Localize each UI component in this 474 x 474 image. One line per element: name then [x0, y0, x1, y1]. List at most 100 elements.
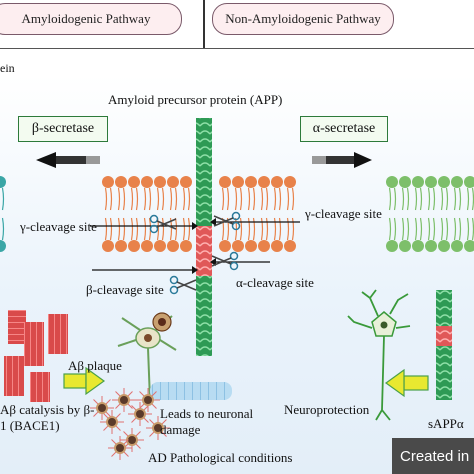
ad-conditions-label: AD Pathological conditions: [148, 450, 293, 465]
left-yellow-arrow: [63, 366, 106, 396]
lipid-head: [258, 240, 270, 252]
amyloidogenic-pathway-header: Amyloidogenic Pathway: [0, 3, 182, 35]
lipid-head: [0, 240, 6, 252]
lipid-tail: [273, 217, 277, 241]
lipid-tail: [247, 217, 251, 241]
healthy-neuron-icon: [347, 289, 411, 421]
lipid-tail: [143, 217, 147, 241]
lipid-tail: [221, 187, 225, 211]
lipid-tail: [122, 187, 126, 211]
lipid-tail: [419, 217, 423, 241]
lipid-head: [167, 176, 179, 188]
abeta-plaque-label: Aβ plaque: [68, 358, 122, 373]
axon-segment: [150, 382, 232, 400]
lipid-tail: [169, 187, 173, 211]
cut-off-label: ein: [0, 61, 15, 75]
lipid-head: [399, 240, 411, 252]
lipid-head: [154, 240, 166, 252]
beta-cleavage-label: β-cleavage site: [86, 282, 164, 297]
lipid-tail: [109, 187, 113, 211]
gamma-cleavage-left-label: γ-cleavage site: [20, 219, 97, 234]
lipid-tail: [458, 217, 462, 241]
scissors-icon: [211, 251, 239, 271]
lipid-tail: [117, 187, 121, 211]
lipid-tail: [148, 187, 152, 211]
lipid-tail: [440, 187, 444, 211]
watermark-badge: Created in: [392, 438, 474, 474]
lipid-tail: [252, 217, 256, 241]
sapp-red-segment: [436, 326, 452, 346]
lipid-head: [245, 176, 257, 188]
lipid-tail: [278, 187, 282, 211]
lipid-head: [115, 240, 127, 252]
lipid-tail: [393, 187, 397, 211]
lipid-tail: [419, 187, 423, 211]
header-rule: [0, 48, 474, 49]
alpha-secretase-label: α-secretase: [312, 121, 376, 136]
lipid-head: [386, 240, 398, 252]
lipid-tail: [453, 187, 457, 211]
scissors-icon: [213, 211, 241, 231]
lipid-tail: [161, 217, 165, 241]
lipid-tail: [388, 217, 392, 241]
app-label: Amyloid precursor protein (APP): [108, 92, 283, 107]
non-amyloidogenic-pathway-header: Non-Amyloidogenic Pathway: [212, 3, 394, 35]
abeta-fibril-stack-icon: [4, 310, 68, 402]
lipid-tail: [247, 187, 251, 211]
header-divider: [203, 0, 205, 48]
lipid-tail: [117, 217, 121, 241]
lipid-head: [232, 176, 244, 188]
lipid-head: [128, 176, 140, 188]
plaque-core: [118, 394, 130, 406]
lipid-head: [258, 176, 270, 188]
sapp-alpha-label: sAPPα: [428, 416, 464, 431]
lipid-tail: [427, 217, 431, 241]
lipid-head: [451, 176, 463, 188]
beta-secretase-label: β-secretase: [31, 121, 95, 136]
lipid-tail: [161, 187, 165, 211]
lipid-tail: [104, 187, 108, 211]
lipid-tail: [278, 217, 282, 241]
lipid-tail: [130, 217, 134, 241]
plaque-core: [152, 422, 164, 434]
lipid-tail: [445, 217, 449, 241]
lipid-tail: [226, 187, 230, 211]
lipid-head: [412, 240, 424, 252]
lipid-tail: [432, 217, 436, 241]
lipid-tail: [260, 187, 264, 211]
lipid-tail: [291, 187, 295, 211]
lipid-head: [451, 240, 463, 252]
abeta-catalysis-label-2: 1 (BACE1): [0, 418, 60, 433]
alpha-cleavage-label: α-cleavage site: [236, 275, 314, 290]
neuroprotection-label: Neuroprotection: [284, 402, 370, 417]
lipid-tail: [187, 217, 191, 241]
lipid-head: [412, 176, 424, 188]
lipid-tail: [286, 217, 290, 241]
lipid-head: [438, 176, 450, 188]
lipid-head: [180, 240, 192, 252]
lipid-head: [438, 240, 450, 252]
abeta-catalysis-label-1: Aβ catalysis by β-: [0, 402, 95, 417]
amyloidogenic-pathway-label: Amyloidogenic Pathway: [21, 11, 151, 26]
neuronal-damage-label-1: Leads to neuronal: [160, 406, 254, 421]
neuronal-damage-label-2: damage: [160, 422, 201, 437]
lipid-head: [464, 176, 474, 188]
app-lower-segment: [196, 276, 212, 356]
lipid-tail: [406, 217, 410, 241]
lipid-bilayer-right: [386, 176, 474, 252]
lipid-tail: [143, 187, 147, 211]
plaque-core: [126, 434, 138, 446]
lipid-head: [425, 240, 437, 252]
lipid-head: [115, 176, 127, 188]
lipid-tail: [239, 217, 243, 241]
lipid-tail: [471, 187, 474, 211]
sapp-lower-segment: [436, 346, 452, 400]
lipid-head: [219, 176, 231, 188]
lipid-head: [128, 240, 140, 252]
lipid-tail: [471, 217, 474, 241]
plaque-core: [96, 402, 108, 414]
app-abeta-segment: [196, 226, 212, 276]
lipid-tail: [458, 187, 462, 211]
lipid-tail: [169, 217, 173, 241]
lipid-tail: [291, 217, 295, 241]
